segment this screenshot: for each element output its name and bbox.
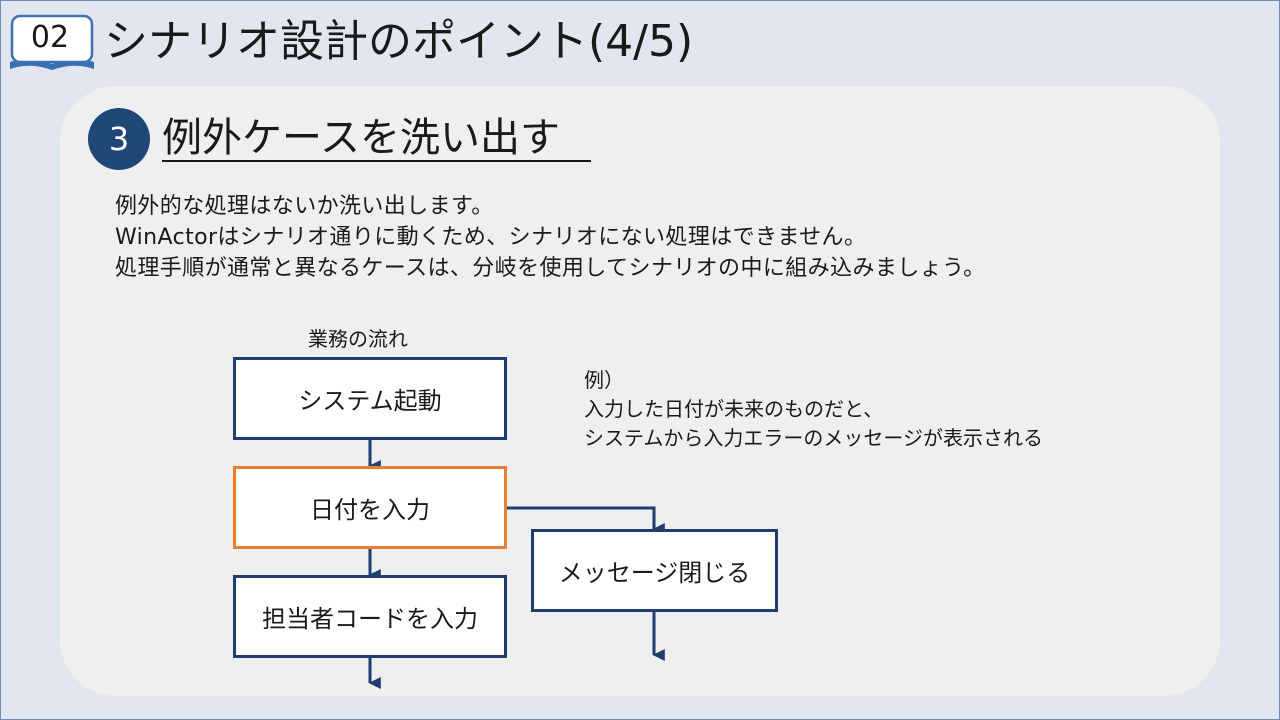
description-line-1: 例外的な処理はないか洗い出します。 [115, 194, 494, 219]
example-line-2: システムから入力エラーのメッセージが表示される [584, 426, 1043, 450]
flow-step-close-message: メッセージ閉じる [531, 529, 778, 612]
flow-step-staff-code-input: 担当者コードを入力 [233, 575, 507, 658]
book-icon [10, 14, 94, 70]
flow-caption: 業務の流れ [308, 327, 408, 351]
heading-underline [162, 160, 591, 162]
flow-step-date-input: 日付を入力 [233, 466, 507, 549]
description-line-3: 処理手順が通常と異なるケースは、分岐を使用してシナリオの中に組み込みましょう。 [115, 256, 986, 281]
example-line-1: 入力した日付が未来のものだと、 [584, 397, 884, 421]
flow-step-label: 日付を入力 [310, 496, 430, 524]
section-heading: 例外ケースを洗い出す [162, 115, 560, 161]
step-number-badge: 3 [88, 108, 150, 170]
section-number: 02 [30, 20, 70, 55]
flow-step-system-start: システム起動 [233, 357, 507, 440]
flow-step-label: 担当者コードを入力 [262, 605, 478, 633]
description-line-2: WinActorはシナリオ通りに動くため、シナリオにない処理はできません。 [115, 225, 867, 250]
page-title: シナリオ設計のポイント(4/5) [104, 16, 694, 67]
flow-step-label: メッセージ閉じる [558, 559, 751, 587]
example-label: 例） [584, 368, 624, 392]
flow-step-label: システム起動 [298, 387, 442, 415]
